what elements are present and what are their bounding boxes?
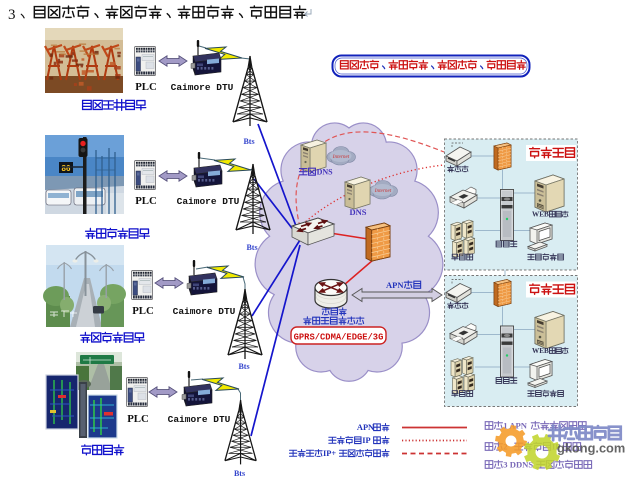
svg-text:WEB: WEB — [532, 347, 549, 355]
svg-text:Bts: Bts — [243, 137, 254, 146]
svg-text:Bts: Bts — [246, 243, 257, 252]
svg-text:Bts: Bts — [238, 362, 249, 371]
svg-text:Caimore DTU: Caimore DTU — [177, 196, 240, 207]
svg-text:3: 3 — [8, 7, 16, 23]
svg-text:gkong.com: gkong.com — [557, 441, 625, 456]
svg-text:WEB: WEB — [532, 211, 549, 219]
svg-text:APN: APN — [386, 280, 404, 290]
svg-text:Caimore DTU: Caimore DTU — [173, 306, 236, 317]
svg-text:Caimore DTU: Caimore DTU — [168, 414, 231, 425]
svg-text:PLC: PLC — [132, 305, 154, 317]
svg-text:PLC: PLC — [135, 81, 157, 93]
svg-text:PLC: PLC — [135, 195, 157, 207]
svg-text:DNS: DNS — [349, 207, 366, 217]
svg-text:IP: IP — [362, 436, 370, 445]
svg-text:IP+: IP+ — [323, 449, 336, 458]
svg-text:APN: APN — [357, 423, 374, 432]
svg-text:3 DDNS: 3 DDNS — [503, 460, 533, 470]
svg-text:PLC: PLC — [127, 413, 149, 425]
svg-text:Caimore DTU: Caimore DTU — [171, 82, 234, 93]
svg-text:Bts: Bts — [234, 469, 245, 478]
svg-text:GPRS/CDMA/EDGE/3G: GPRS/CDMA/EDGE/3G — [294, 333, 384, 343]
svg-text:86: 86 — [62, 164, 71, 173]
svg-text:1 APN: 1 APN — [503, 421, 527, 431]
svg-text:DNS: DNS — [317, 168, 334, 177]
